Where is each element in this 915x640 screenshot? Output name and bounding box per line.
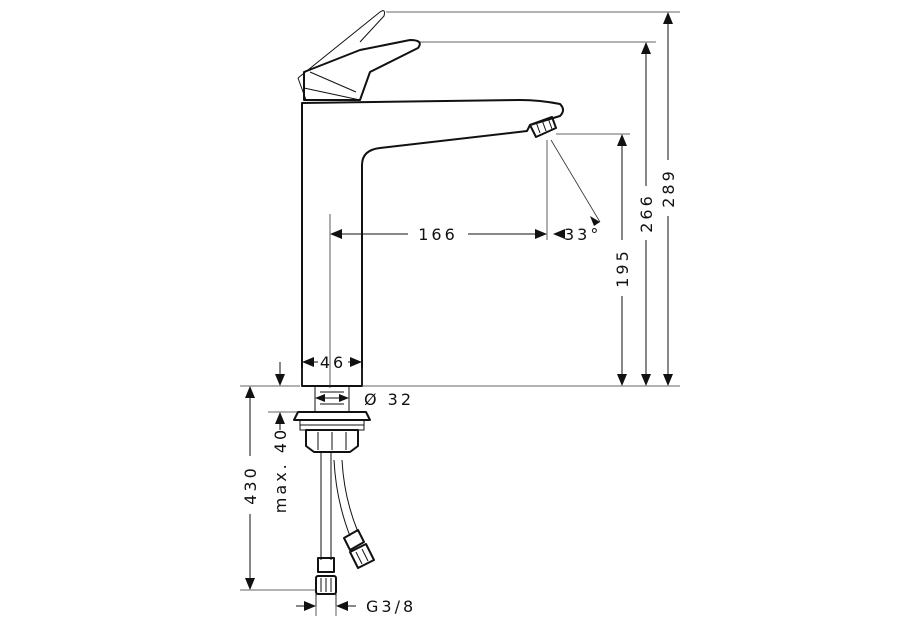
- dim-hose-length: 430: [241, 465, 260, 505]
- dim-spout-angle: 33°: [564, 225, 601, 244]
- dim-mount-diameter: Ø 32: [364, 390, 414, 409]
- dimension-lines: [245, 12, 673, 611]
- lever-handle: [297, 10, 421, 101]
- dimension-labels: 289 266 195 166 33° 46 Ø 32 430 max. 40 …: [241, 168, 678, 616]
- dim-total-height: 289: [659, 168, 678, 208]
- dim-lever-height: 266: [637, 193, 656, 233]
- mounting-assembly: [293, 385, 375, 606]
- faucet-body: [301, 99, 564, 387]
- extension-lines: [240, 11, 680, 616]
- dim-connection-thread: G3/8: [366, 597, 416, 616]
- dim-body-width: 46: [320, 353, 346, 372]
- dim-spout-height: 195: [613, 248, 632, 288]
- dim-spout-reach: 166: [418, 225, 458, 244]
- dim-max-deck-thickness: max. 40: [271, 427, 290, 513]
